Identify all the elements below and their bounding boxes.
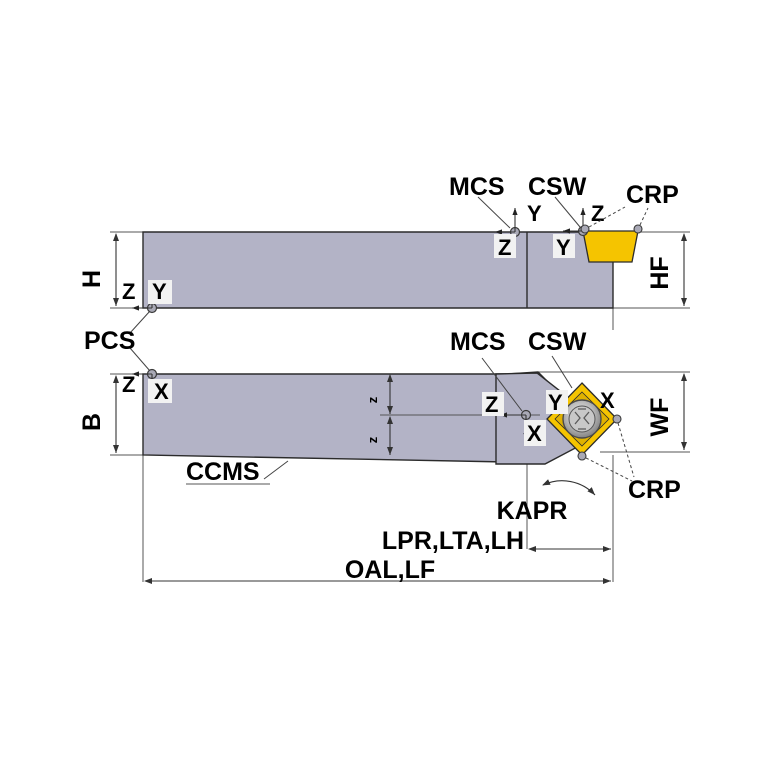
side-origin-axis-z: Z xyxy=(122,279,135,304)
axis-label-bg xyxy=(524,420,546,446)
axis-label-bg xyxy=(148,379,172,403)
dimension-oal-label: OAL,LF xyxy=(345,556,435,584)
crp-point-side-left xyxy=(580,224,590,234)
shank-side-profile xyxy=(142,231,614,309)
side-csw-axis-z: Z xyxy=(591,201,604,226)
side-mcs-axis-z: Z xyxy=(498,235,511,260)
top-view-group xyxy=(142,371,618,465)
pcs-leader-group: PCS xyxy=(84,310,151,372)
axis-label-bg xyxy=(553,234,575,258)
dimension-b: B xyxy=(78,375,119,453)
top-view-csw-marker: Y X CSW xyxy=(528,328,615,415)
axis-label-bg xyxy=(148,280,172,304)
label-csw-side: CSW xyxy=(528,173,587,201)
label-ccms: CCMS xyxy=(186,458,260,486)
label-crp-top: CRP xyxy=(628,476,681,504)
dimension-wf-label: WF xyxy=(646,398,674,437)
top-center-z-upper: z xyxy=(365,396,380,403)
dimension-hf-label: HF xyxy=(646,256,674,289)
crp-point-top-bottom xyxy=(577,451,587,461)
insert-screw-inner xyxy=(568,405,596,433)
ccms-leader-group: CCMS xyxy=(186,458,289,486)
kapr-angle-group: KAPR xyxy=(497,479,596,525)
side-view-csw-marker: Y Z CSW xyxy=(528,173,604,260)
top-view-center-z-dims: z z xyxy=(365,374,393,455)
crp-point-side-right xyxy=(633,224,643,234)
side-view-crp-markers: CRP xyxy=(580,181,679,234)
dimension-oal: OAL,LF xyxy=(144,556,611,584)
axis-label-bg xyxy=(546,390,568,414)
top-view-mcs-marker: Z X MCS xyxy=(450,328,546,446)
insert-screw-torx-icon xyxy=(574,408,590,430)
top-view-crp-markers: CRP xyxy=(577,414,681,504)
top-origin-axis-z: Z xyxy=(122,372,135,397)
label-mcs-side: MCS xyxy=(449,173,505,201)
top-mcs-axis-z: Z xyxy=(485,392,498,417)
top-csw-axis-x: X xyxy=(600,388,615,413)
label-mcs-top: MCS xyxy=(450,328,506,356)
dimension-lpr-label: LPR,LTA,LH xyxy=(382,527,524,555)
crp-point-top-right xyxy=(612,414,622,424)
top-center-z-lower: z xyxy=(365,436,380,443)
side-view-origin-marker: Y Z xyxy=(122,279,172,314)
side-csw-axis-y: Y xyxy=(556,235,571,260)
label-kapr: KAPR xyxy=(497,497,568,525)
side-view-mcs-marker: Z Y MCS xyxy=(449,173,542,260)
insert-side-profile xyxy=(582,230,639,263)
top-mcs-axis-x: X xyxy=(527,421,542,446)
axis-label-bg xyxy=(482,392,504,416)
dimension-b-label: B xyxy=(78,413,106,431)
axis-label-bg xyxy=(494,234,516,258)
top-csw-axis-y: Y xyxy=(548,390,563,415)
side-origin-axis-y: Y xyxy=(152,279,167,304)
dimension-wf: WF xyxy=(646,373,687,450)
label-pcs: PCS xyxy=(84,327,135,355)
label-crp-side: CRP xyxy=(626,181,679,209)
kapr-arc xyxy=(542,479,596,496)
dimension-h: H xyxy=(78,233,119,306)
top-origin-axis-x: X xyxy=(154,379,169,404)
top-view-origin-marker: X Z xyxy=(122,368,172,404)
label-csw-top: CSW xyxy=(528,328,587,356)
dimension-lpr: LPR,LTA,LH xyxy=(382,527,611,555)
dimension-hf: HF xyxy=(646,233,687,306)
side-mcs-axis-y: Y xyxy=(527,201,542,226)
dimension-h-label: H xyxy=(78,270,106,288)
